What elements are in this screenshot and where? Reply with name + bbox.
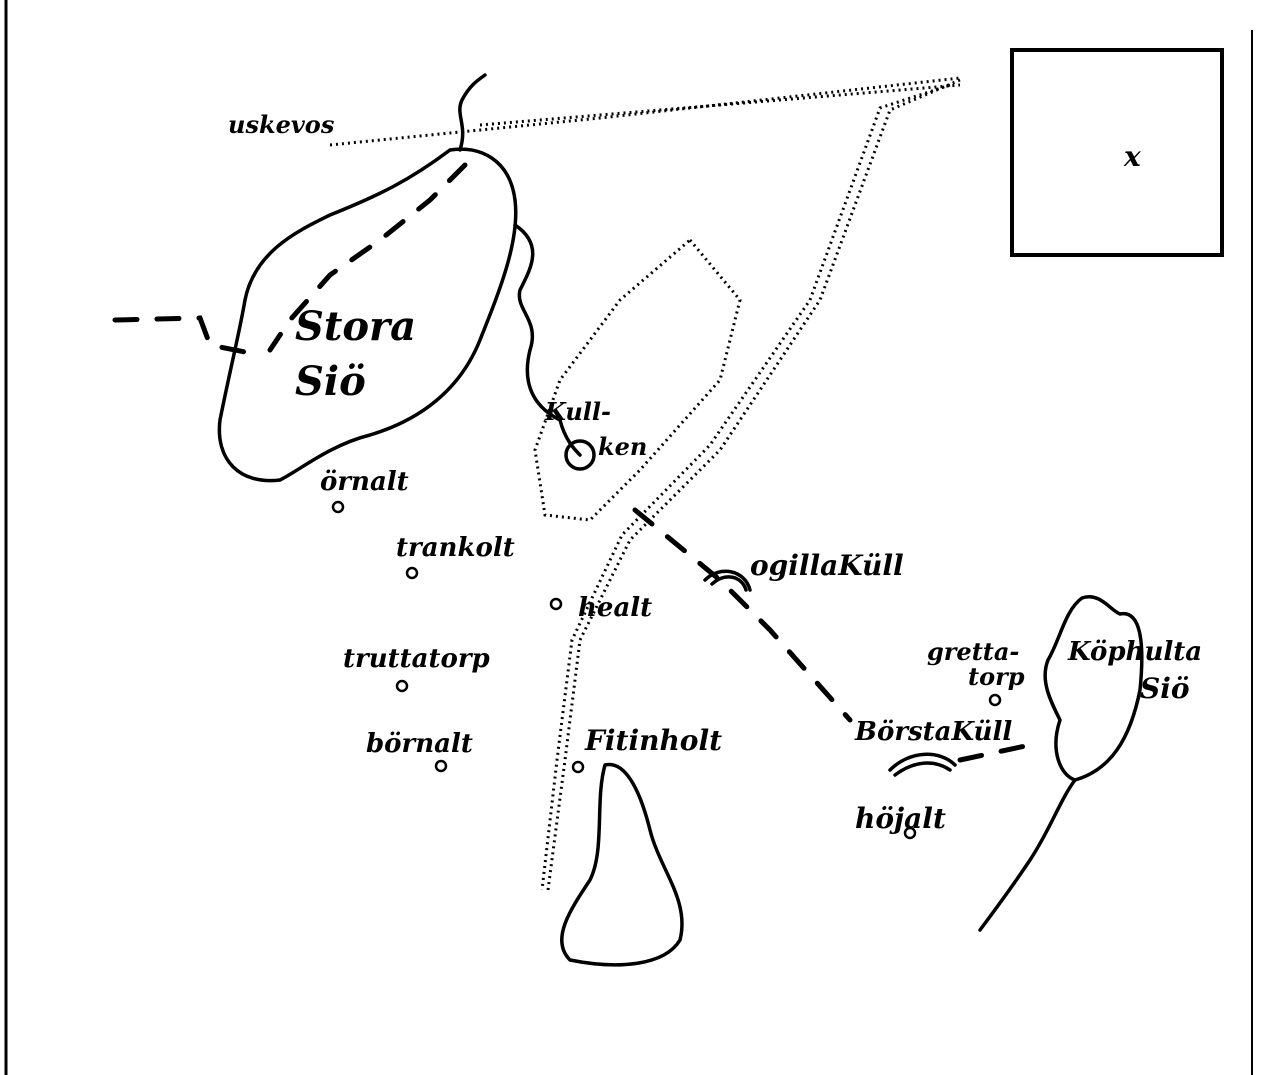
ornalt-marker xyxy=(331,500,345,514)
label-kophulta-sjo: Siö xyxy=(1140,672,1190,705)
creek-east xyxy=(513,223,582,457)
label-kophulta: Köphulta xyxy=(1067,637,1202,667)
inset-mark: x xyxy=(1123,140,1141,173)
label-trankolt: trankolt xyxy=(396,533,515,563)
trankolt-marker xyxy=(405,566,419,580)
road-north xyxy=(329,76,961,147)
healt-marker xyxy=(549,597,563,611)
kullken-pond xyxy=(564,439,596,471)
boundary-lake xyxy=(267,162,468,353)
label-ogillakull: ogillaKüll xyxy=(750,549,904,582)
label-askevos: uskevos xyxy=(228,110,335,139)
label-healt: healt xyxy=(578,593,652,623)
inset-box xyxy=(1010,48,1224,257)
label-hojalt: höjalt xyxy=(855,802,946,835)
hojalt-marker xyxy=(903,826,917,840)
label-sjo: Siö xyxy=(295,358,366,405)
creek-north xyxy=(458,73,487,152)
road-main xyxy=(546,78,961,891)
truttatorp-marker xyxy=(395,679,409,693)
kophulta-sjo-lake xyxy=(978,595,1144,932)
forest-area xyxy=(533,237,742,522)
borstakull-hill-icon xyxy=(888,752,957,777)
label-borstakull: BörstaKüll xyxy=(854,717,1012,747)
label-fitinholt: Fitinholt xyxy=(584,724,722,757)
grettatorp-marker xyxy=(988,693,1002,707)
road-north-2 xyxy=(479,83,961,127)
road-main-2 xyxy=(540,83,951,891)
boundary-east xyxy=(957,742,1033,763)
label-truttatorp: truttatorp xyxy=(343,644,490,674)
label-stora: Stora xyxy=(295,303,416,350)
bornalt-marker xyxy=(434,759,448,773)
stora-sjo-lake xyxy=(217,147,518,483)
label-kullken-1: Kull- xyxy=(544,397,611,426)
label-bornalt: börnalt xyxy=(366,729,473,759)
ogillakull-hill-icon xyxy=(703,569,752,592)
fitinholt-marker xyxy=(571,760,585,774)
label-grettatorp-1: gretta- xyxy=(927,637,1019,666)
label-kullken-2: ken xyxy=(598,432,647,461)
label-ornalt: örnalt xyxy=(320,467,409,497)
boundary-southeast xyxy=(632,507,853,723)
label-grettatorp-2: torp xyxy=(968,662,1025,691)
boundary-west xyxy=(112,315,248,355)
fitinholt-lake xyxy=(560,762,684,967)
